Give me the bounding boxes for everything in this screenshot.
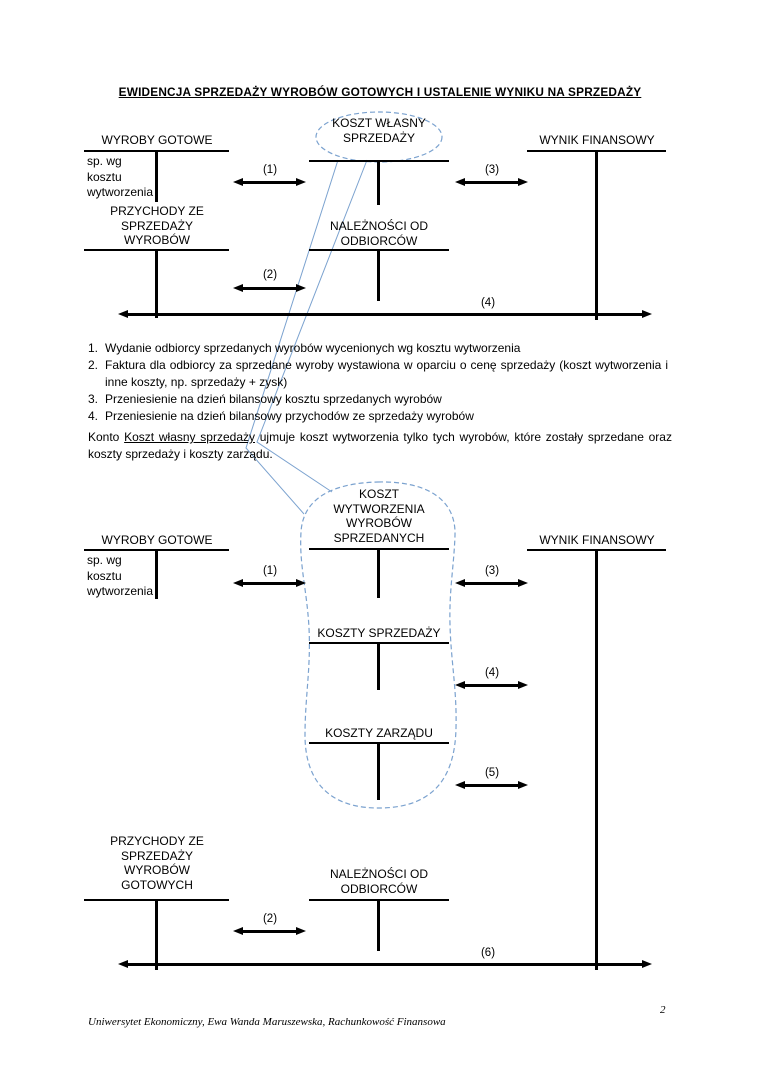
explanatory-paragraph: Konto Koszt własny sprzedaży ujmuje kosz… — [88, 429, 672, 463]
d2-transfer-arrow-2 — [233, 927, 306, 935]
d2-arrow-label-2: (2) — [262, 913, 278, 925]
list-item-number: 3. — [88, 392, 99, 406]
d2-arrow-label-5: (5) — [484, 767, 500, 779]
d2-account-label-wynik-finansowy: WYNIK FINANSOWY — [539, 533, 655, 547]
d2-account-label-naleznosci: NALEŻNOŚCI OD ODBIORCÓW — [329, 867, 428, 896]
footer-credit: Uniwersytet Ekonomiczny, Ewa Wanda Marus… — [88, 1016, 446, 1028]
d1-account-label-koszt-wlasny-sprzedazy: KOSZT WŁASNY SPRZEDAŻY — [332, 116, 426, 145]
d2-taccount-stem-przychody — [155, 899, 158, 970]
d1-transfer-arrow-3 — [455, 178, 528, 186]
arrow-shaft — [242, 582, 297, 585]
d1-account-label-przychody: PRZYCHODY ZE SPRZEDAŻY WYROBÓW — [110, 204, 204, 247]
operations-list: 1. Wydanie odbiorcy sprzedanych wyrobów … — [88, 340, 668, 425]
d2-taccount-stem-koszt-wytworzenia — [377, 548, 380, 598]
d2-account-label-koszt-wytworzenia: KOSZT WYTWORZENIA WYROBÓW SPRZEDANYCH — [333, 487, 425, 545]
list-item: 3. Przeniesienie na dzień bilansowy kosz… — [88, 391, 668, 408]
d2-account-label-koszty-zarzadu: KOSZTY ZARZĄDU — [325, 726, 433, 740]
d2-transfer-arrow-6 — [118, 960, 652, 968]
d1-transfer-arrow-1 — [233, 178, 306, 186]
d1-taccount-stem-naleznosci — [377, 249, 380, 301]
arrow-shaft — [464, 684, 519, 687]
d1-arrow-label-1: (1) — [262, 164, 278, 176]
list-item: 1. Wydanie odbiorcy sprzedanych wyrobów … — [88, 340, 668, 357]
d1-opening-balance-note: sp. wg kosztu wytworzenia — [87, 154, 154, 199]
d1-taccount-stem-przychody — [155, 249, 158, 318]
d2-taccount-stem-koszty-zarzadu — [377, 742, 380, 800]
paragraph-underlined-term: Koszt własny sprzedaży — [124, 430, 255, 444]
d2-transfer-arrow-4 — [455, 681, 528, 689]
d2-arrow-label-1: (1) — [262, 565, 278, 577]
d1-transfer-arrow-2 — [233, 284, 306, 292]
list-item-number: 4. — [88, 409, 99, 423]
d2-account-label-wyroby-gotowe: WYROBY GOTOWE — [101, 533, 213, 547]
list-item-text: Przeniesienie na dzień bilansowy przycho… — [105, 409, 474, 423]
page-number: 2 — [660, 1004, 666, 1016]
d1-account-label-naleznosci: NALEŻNOŚCI OD ODBIORCÓW — [329, 219, 428, 248]
d1-arrow-label-4: (4) — [480, 297, 496, 309]
list-item-text: Wydanie odbiorcy sprzedanych wyrobów wyc… — [105, 341, 521, 355]
list-item: 4. Przeniesienie na dzień bilansowy przy… — [88, 408, 668, 425]
d1-taccount-stem-wynik-finansowy — [595, 150, 598, 320]
paragraph-suffix: ujmuje koszt wytworzenia tylko tych wyro… — [88, 430, 672, 461]
d1-arrow-label-3: (3) — [484, 164, 500, 176]
d2-opening-balance-note: sp. wg kosztu wytworzenia — [87, 553, 154, 598]
list-item-text: Przeniesienie na dzień bilansowy kosztu … — [105, 392, 442, 406]
page-title: EWIDENCJA SPRZEDAŻY WYROBÓW GOTOWYCH I U… — [118, 85, 642, 99]
arrow-shaft — [242, 181, 297, 184]
d2-arrow-label-6: (6) — [480, 947, 496, 959]
list-item-number: 2. — [88, 358, 99, 372]
arrow-shaft — [127, 963, 643, 966]
arrow-shaft — [127, 313, 643, 316]
d2-account-label-przychody: PRZYCHODY ZE SPRZEDAŻY WYROBÓW GOTOWYCH — [110, 834, 204, 892]
d2-arrow-label-3: (3) — [484, 565, 500, 577]
list-item-text: Faktura dla odbiorcy za sprzedane wyroby… — [105, 358, 668, 389]
d2-transfer-arrow-3 — [455, 579, 528, 587]
list-item-number: 1. — [88, 341, 99, 355]
d1-account-label-wynik-finansowy: WYNIK FINANSOWY — [539, 133, 655, 147]
d1-transfer-arrow-4 — [118, 310, 652, 318]
d2-transfer-arrow-1 — [233, 579, 306, 587]
d2-account-label-koszty-sprzedazy: KOSZTY SPRZEDAŻY — [317, 626, 441, 640]
d1-account-label-wyroby-gotowe: WYROBY GOTOWE — [101, 133, 213, 147]
d2-taccount-stem-wyroby-gotowe — [155, 549, 158, 599]
d1-taccount-stem-wyroby-gotowe — [155, 150, 158, 202]
d2-taccount-stem-wynik-finansowy — [595, 549, 598, 970]
arrow-shaft — [464, 181, 519, 184]
list-item: 2. Faktura dla odbiorcy za sprzedane wyr… — [88, 357, 668, 391]
d2-taccount-stem-naleznosci — [377, 899, 380, 951]
arrow-shaft — [242, 287, 297, 290]
d1-arrow-label-2: (2) — [262, 269, 278, 281]
arrow-shaft — [464, 784, 519, 787]
paragraph-prefix: Konto — [88, 430, 125, 444]
arrow-shaft — [242, 930, 297, 933]
d1-taccount-stem-koszt-wlasny — [377, 160, 380, 205]
d2-taccount-stem-koszty-sprzedazy — [377, 642, 380, 690]
d2-arrow-label-4: (4) — [484, 667, 500, 679]
d2-transfer-arrow-5 — [455, 781, 528, 789]
arrow-shaft — [464, 582, 519, 585]
